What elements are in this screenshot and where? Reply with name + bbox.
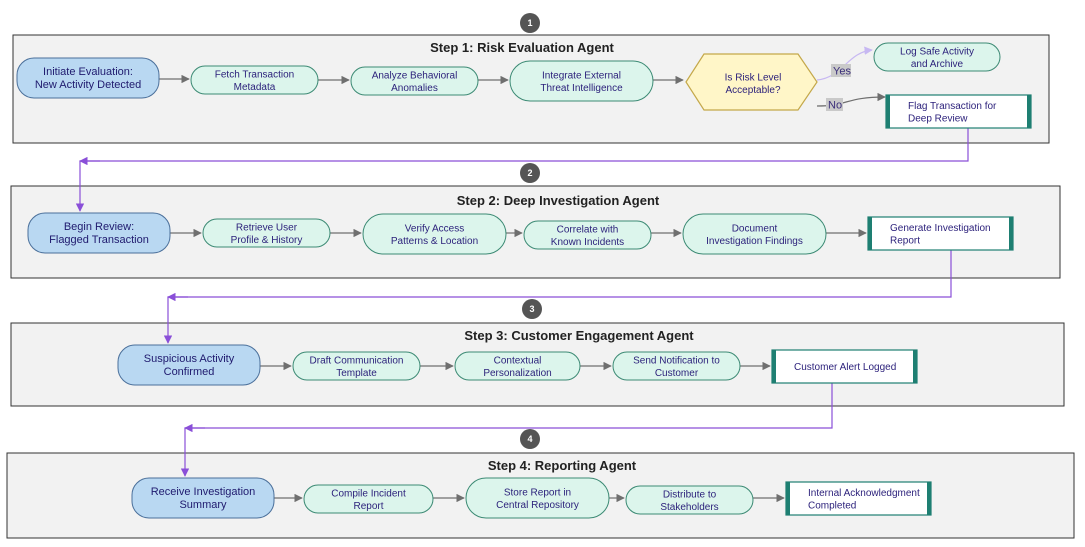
arrow-s1-no [816, 92, 886, 107]
step-4-node-2 [465, 477, 610, 519]
step-4-start-node-label-line-2: Summary [179, 499, 227, 511]
step-4-end-node-label-line-2: Completed [808, 500, 856, 511]
step-4-node-3-label-line-2: Stakeholders [660, 502, 718, 513]
step-2-title: Step 2: Deep Investigation Agent [457, 193, 660, 208]
step-4-start-node [131, 477, 275, 519]
step-4-node-1-label-line-2: Report [353, 501, 383, 512]
step-4-title: Step 4: Reporting Agent [488, 458, 637, 473]
step-1-node-3 [509, 60, 654, 102]
step-4-node-1 [303, 484, 434, 514]
step-badge-3-label: 3 [529, 304, 534, 314]
step-1-node-2 [350, 66, 479, 96]
step-2-end-node-right-bar [1009, 217, 1013, 250]
step-4-end-node-label-line-1: Internal Acknowledgment [808, 488, 920, 499]
step-2-node-4-label-line-2: Investigation Findings [706, 236, 803, 247]
step-1-node-3-label-line-2: Threat Intelligence [540, 83, 623, 94]
step-1-node-1-label-line-2: Metadata [234, 82, 276, 93]
step-3-node-1 [292, 351, 421, 381]
step-badge-2-label: 2 [527, 168, 532, 178]
step-3-start-node-label-line-2: Confirmed [164, 366, 215, 378]
step-1-node-1-label-line-1: Fetch Transaction [215, 69, 294, 80]
yes-label: Yes [833, 66, 851, 78]
step-3-start-node [117, 344, 261, 386]
step-1-node-2-label-line-1: Analyze Behavioral [372, 70, 458, 81]
step-3-node-3-label-line-2: Customer [655, 368, 699, 379]
step-badge-4 [520, 429, 540, 449]
step-4-node-3 [625, 485, 754, 515]
connector-step-2-to-3 [163, 250, 952, 344]
step-1-node-2-label-line-2: Anomalies [391, 83, 438, 94]
step-1-decision-label-line-2: Acceptable? [725, 85, 780, 96]
step-2-start-node [27, 212, 171, 254]
step-4-end-node-right-bar [927, 482, 931, 515]
step-3-node-2-label-line-1: Contextual [494, 355, 542, 366]
step-2-node-2-label-line-2: Patterns & Location [391, 236, 478, 247]
step-3-end-node-left-bar [772, 350, 776, 383]
step-4-end-node-left-bar [786, 482, 790, 515]
step-4-node-1-label-line-1: Compile Incident [331, 488, 406, 499]
step-2-start-node-label-line-1: Begin Review: [64, 221, 134, 233]
step-1-yes-node-label-line-1: Log Safe Activity [900, 46, 974, 57]
step-2-node-1-label-line-1: Retrieve User [236, 222, 298, 233]
step-2-node-3-label-line-1: Correlate with [557, 224, 619, 235]
step-1-end-node-label-line-1: Flag Transaction for [908, 101, 997, 112]
connector-step-3-to-4 [180, 383, 833, 477]
yes-label-bg [831, 64, 851, 77]
step-badge-4-label: 4 [527, 434, 532, 444]
step-2-end-node-left-bar [868, 217, 872, 250]
step-badge-2 [520, 163, 540, 183]
step-2-node-3 [523, 220, 652, 250]
step-badge-3 [522, 299, 542, 319]
step-1-end-node-label-line-2: Deep Review [908, 113, 968, 124]
step-2-end-node-label-line-1: Generate Investigation [890, 223, 991, 234]
step-1-title: Step 1: Risk Evaluation Agent [430, 40, 614, 55]
step-3-title: Step 3: Customer Engagement Agent [464, 328, 694, 343]
step-2-node-2-label-line-1: Verify Access [405, 223, 464, 234]
step-2-node-4-label-line-1: Document [732, 223, 778, 234]
step-2-end-node-label-line-2: Report [890, 235, 920, 246]
step-1-decision-label-line-1: Is Risk Level [725, 72, 782, 83]
step-2-node-2 [362, 213, 507, 255]
step-1-node-3-label-line-1: Integrate External [542, 70, 621, 81]
step-3-end-node [771, 349, 918, 384]
step-3-node-1-label-line-1: Draft Communication [310, 355, 404, 366]
step-2-end-node [867, 216, 1014, 251]
step-2-start-node-label-line-2: Flagged Transaction [49, 234, 149, 246]
step-3-end-node-label-line-1: Customer Alert Logged [794, 362, 896, 373]
step-4-start-node-label-line-1: Receive Investigation [151, 486, 256, 498]
step-3-node-3 [612, 351, 741, 381]
step-1-end-node-right-bar [1027, 95, 1031, 128]
step-1-start-node [16, 57, 160, 99]
step-4-node-3-label-line-1: Distribute to [663, 489, 717, 500]
step-2-node-3-label-line-2: Known Incidents [551, 237, 624, 248]
step-1-decision [685, 53, 818, 111]
step-4-node-2-label-line-2: Central Repository [496, 500, 579, 511]
step-3-start-node-label-line-1: Suspicious Activity [144, 353, 235, 365]
step-3-node-2 [454, 351, 581, 381]
step-3-node-3-label-line-1: Send Notification to [633, 355, 720, 366]
step-4-node-2-label-line-1: Store Report in [504, 487, 571, 498]
step-1-node-1 [190, 65, 319, 95]
step-1-yes-node [873, 42, 1001, 72]
step-1-start-node-label-line-1: Initiate Evaluation: [43, 66, 133, 78]
connector-step-1-to-2 [75, 128, 969, 212]
no-label: No [828, 100, 842, 112]
step-1-yes-node-label-line-2: and Archive [911, 59, 964, 70]
step-3-node-1-label-line-2: Template [336, 368, 377, 379]
step-3-end-node-right-bar [913, 350, 917, 383]
step-2-node-4 [682, 213, 827, 255]
no-label-bg [826, 98, 843, 111]
step-badge-1 [520, 13, 540, 33]
step-1-start-node-label-line-2: New Activity Detected [35, 79, 141, 91]
step-2-node-1-label-line-2: Profile & History [231, 235, 303, 246]
step-3-node-2-label-line-2: Personalization [483, 368, 551, 379]
step-2-node-1 [202, 218, 331, 248]
step-1-end-node-left-bar [886, 95, 890, 128]
step-badge-1-label: 1 [527, 18, 532, 28]
